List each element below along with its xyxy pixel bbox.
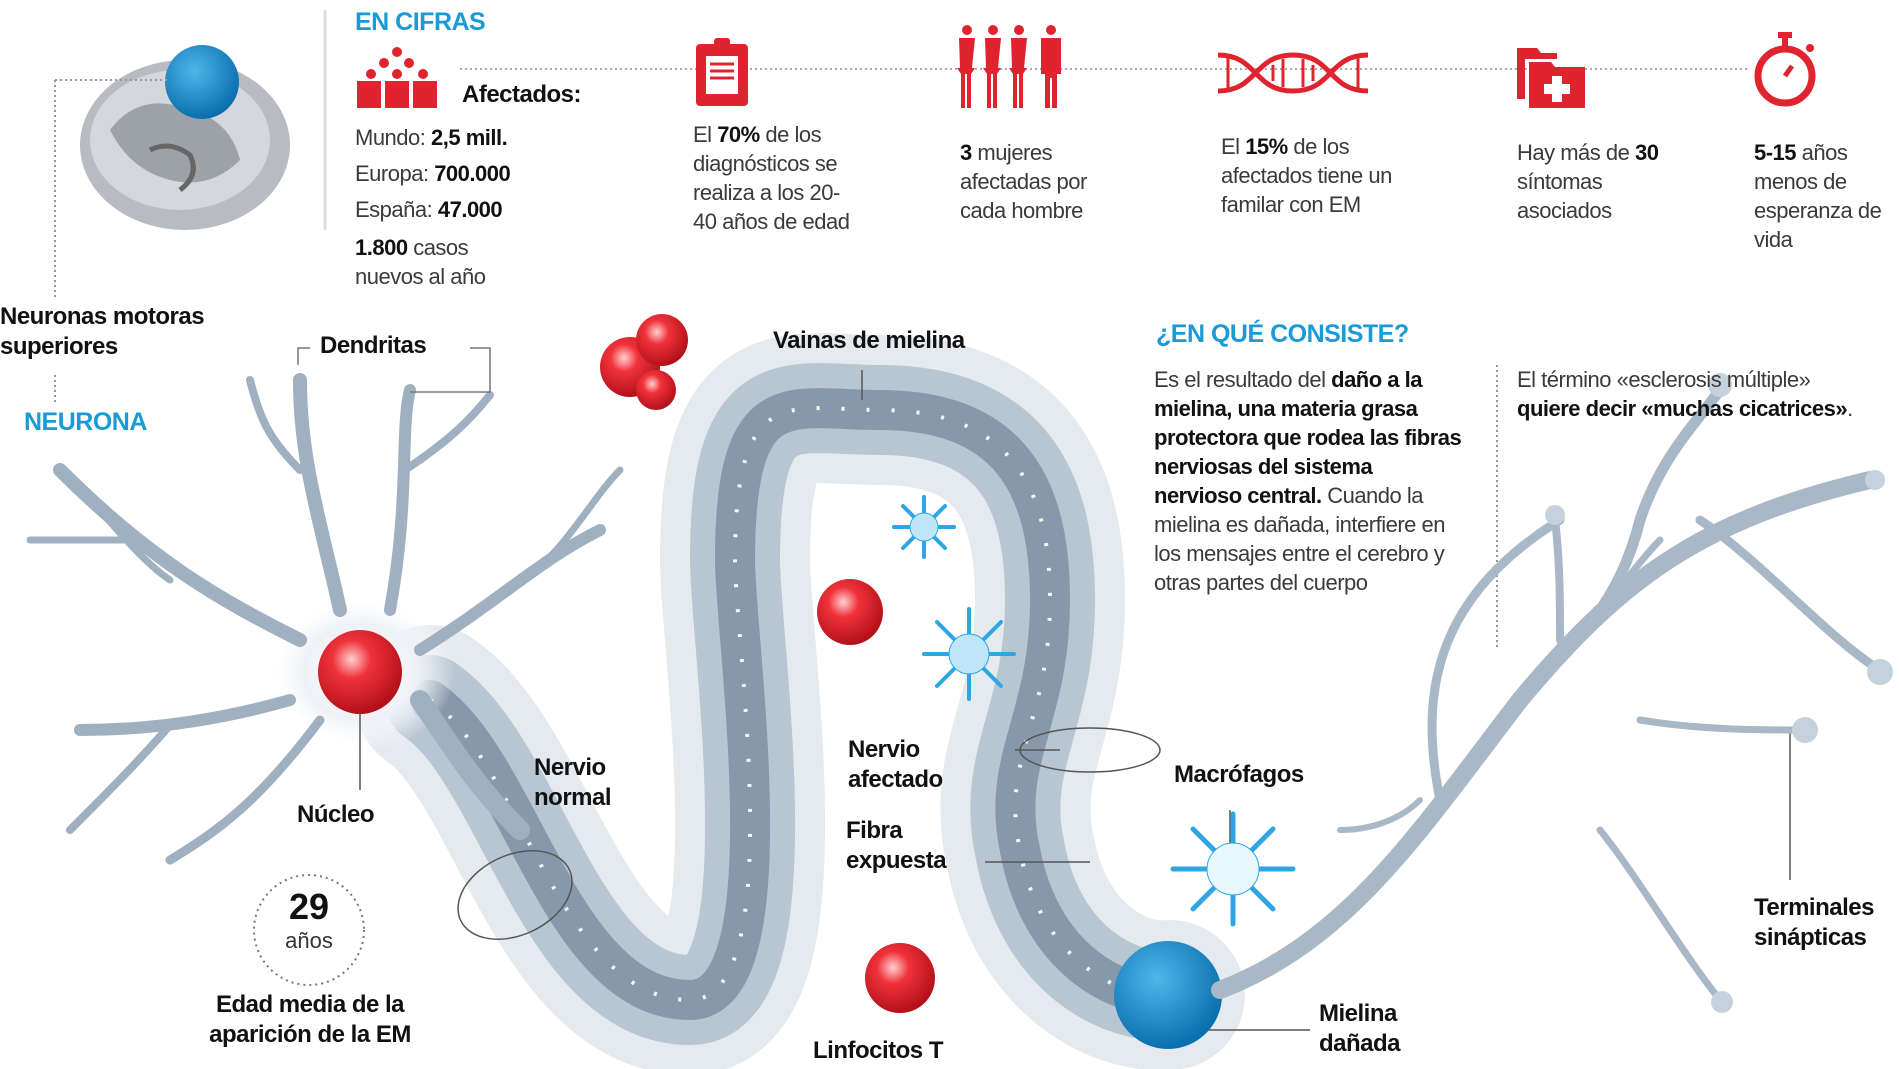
label-mielina-danada: Mielina dañada	[1319, 1000, 1401, 1057]
label-vainas-mielina: Vainas de mielina	[773, 327, 965, 354]
consiste-title: ¿EN QUÉ CONSISTE?	[1156, 320, 1409, 348]
label-nucleo: Núcleo	[297, 801, 375, 828]
clipboard-icon	[696, 38, 748, 106]
age-circle	[253, 874, 365, 986]
synaptic-terminals	[1211, 373, 1893, 1013]
medical-folder-icon	[1517, 48, 1585, 108]
label-nervio-afectado: Nervio afectado	[848, 736, 943, 793]
women-men-icon	[957, 25, 1061, 108]
label-neuronas-motoras: Neuronas motoras superiores	[0, 303, 205, 360]
stat-europa: Europa: 700.000	[355, 161, 511, 186]
label-fibra-expuesta: Fibra expuesta	[846, 817, 947, 874]
label-macrofagos: Macrófagos	[1174, 761, 1304, 788]
afectados-title: Afectados:	[462, 81, 582, 108]
label-terminales-sinapticas: Terminales sinápticas	[1754, 894, 1874, 951]
consiste-paragraph: Es el resultado del daño a la mielina, u…	[1154, 367, 1462, 595]
label-neurona: NEURONA	[24, 408, 147, 436]
stat-mundo: Mundo: 2,5 mill.	[355, 125, 508, 150]
label-nervio-normal: Nervio normal	[534, 754, 612, 811]
label-linfocitos-t: Linfocitos T	[813, 1037, 943, 1064]
brain-image	[80, 45, 290, 230]
myelinated-axon	[355, 333, 1245, 1069]
age-unit: años	[285, 928, 333, 953]
stat-diagnosticos: El 70% de los diagnósticos se realiza a …	[693, 122, 850, 234]
stat-sintomas: Hay más de 30 síntomas asociados	[1517, 140, 1659, 223]
stopwatch-icon	[1754, 32, 1816, 107]
stat-espana: España: 47.000	[355, 197, 503, 222]
people-group-icon	[357, 47, 437, 108]
section-title-en-cifras: EN CIFRAS	[355, 8, 486, 36]
lymphocytes	[600, 314, 935, 1013]
stat-mujeres: 3 mujeres afectadas por cada hombre	[960, 140, 1087, 223]
macrophages	[892, 495, 1296, 927]
age-caption: Edad media de la aparición de la EM	[209, 991, 411, 1048]
damaged-myelin	[1114, 941, 1222, 1049]
esclerosis-term-paragraph: El término «esclerosis múltiple» quiere …	[1517, 367, 1853, 421]
label-dendritas: Dendritas	[320, 332, 427, 359]
age-value: 29	[288, 886, 330, 927]
dna-icon	[1217, 52, 1369, 94]
stat-esperanza: 5-15 años menos de esperanza de vida	[1754, 140, 1882, 252]
stat-casos-nuevos: 1.800 casos nuevos al año	[355, 235, 486, 289]
stat-familiar: El 15% de los afectados tiene un familar…	[1221, 134, 1392, 217]
